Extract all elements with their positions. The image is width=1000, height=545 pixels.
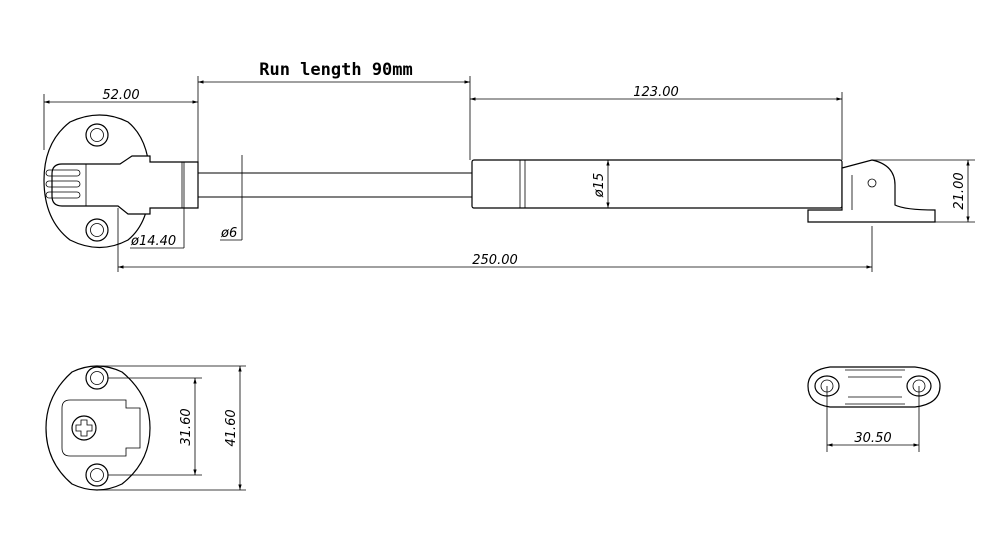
plate-front-view: 31.60 41.60: [45, 365, 246, 491]
dim-bottom-hole-spacing: 30.50: [854, 431, 891, 446]
plate-hole-top-outer: [85, 366, 109, 390]
dim-plate-height: 41.60: [224, 409, 239, 446]
plate-hole-top-inner: [90, 371, 104, 385]
bracket-hole-bottom-inner: [90, 223, 104, 237]
dim-rod-diameter: ø6: [220, 226, 237, 241]
bracket-hole-bottom-outer: [85, 218, 109, 242]
plate-hole-bottom-outer: [85, 463, 109, 487]
dim-body-length: 123.00: [633, 85, 679, 100]
cylinder-body: [471, 159, 843, 209]
run-length-label: Run length 90mm: [259, 60, 413, 80]
grip-groove-1: [45, 169, 81, 177]
grip-groove-3: [45, 191, 81, 199]
side-view: [43, 114, 936, 249]
dim-plate-hole-spacing: 31.60: [179, 408, 194, 445]
end-fitting-bracket: [807, 159, 936, 223]
screw-head: [71, 415, 97, 441]
dim-body-diameter: ø15: [592, 173, 607, 199]
plate-hole-bottom-inner: [90, 468, 104, 482]
screw-cross-icon: [75, 419, 93, 437]
side-view-dimensions: 52.00 Run length 90mm 123.00 ø15 ø6 ø14.…: [43, 60, 975, 272]
dim-bracket-width: 52.00: [102, 88, 139, 103]
end-fitting-pin: [867, 178, 877, 188]
bracket-hole-top-inner: [90, 128, 104, 142]
plate-socket-outline: [61, 399, 141, 457]
end-fitting-base-outline: [807, 366, 941, 408]
dim-end-height: 21.00: [952, 172, 967, 209]
grip-groove-2: [45, 180, 81, 188]
end-fitting-bottom-view: 30.50: [807, 366, 941, 452]
ball-socket-housing: [51, 155, 199, 215]
plate-outline: [45, 365, 151, 491]
dim-socket-diameter: ø14.40: [130, 234, 176, 249]
bracket-hole-top-outer: [85, 123, 109, 147]
dim-total-length: 250.00: [472, 253, 518, 268]
